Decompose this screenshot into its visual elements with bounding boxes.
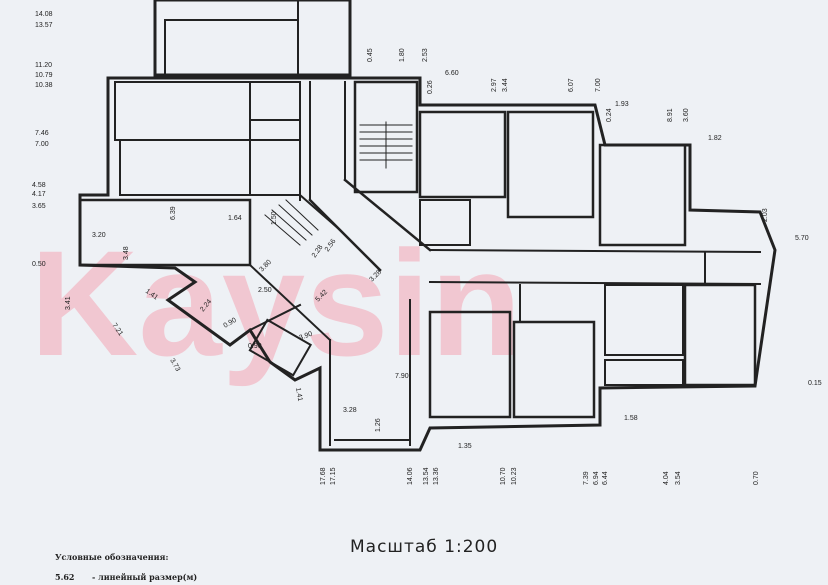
top-level-labels: 0.45 1.80 2.53 0.26 6.60 2.97 3.44 6.07 … [367,48,722,142]
level-label: 17.68 [320,467,327,485]
level-label: 0.26 [427,80,434,94]
level-label: 10.79 [35,72,53,79]
level-label: 14.08 [35,11,53,18]
level-label: 1.80 [399,48,406,62]
right-level-labels: 2.03 5.70 0.15 [762,208,822,387]
scale-label: Масштаб 1:200 [350,537,498,557]
left-level-labels: 14.08 13.57 11.20 10.79 10.38 7.46 7.00 … [32,11,53,268]
level-label: 7.39 [583,471,590,485]
level-label: 14.06 [407,467,414,485]
level-label: 4.04 [663,471,670,485]
watermark: Kaysin [30,219,522,387]
level-label: 13.36 [433,467,440,485]
dimension-label: 3.28 [343,407,357,414]
level-label: 3.60 [683,108,690,122]
level-label: 10.70 [500,467,507,485]
level-label: 4.58 [32,182,46,189]
dimension-label: 2.50 [258,287,272,294]
dimension-label: 1.35 [458,443,472,450]
level-label: 7.46 [35,130,49,137]
level-label: 3.54 [675,471,682,485]
dimension-label: 0.90 [248,343,262,350]
level-label: 6.44 [602,471,609,485]
level-label: 6.07 [568,78,575,92]
level-label: 3.44 [502,78,509,92]
legend-title: Условные обозначения: [55,552,168,562]
level-label: 0.50 [32,261,46,268]
legend: Условные обозначения: 5.62 - линейный ра… [55,552,197,582]
bottom-level-labels: 17.68 17.15 14.06 13.54 13.36 10.70 10.2… [320,467,760,485]
level-label: 6.60 [445,70,459,77]
level-label: 1.82 [708,135,722,142]
dimension-label: 1.50 [271,211,278,225]
dimension-label: 1.41 [294,387,303,402]
legend-line-value: 5.62 [55,572,74,582]
legend-line-text: - линейный размер(м) [92,572,197,582]
level-label: 0.15 [808,380,822,387]
level-label: 1.93 [615,101,629,108]
level-label: 13.57 [35,22,53,29]
dimension-label: 7.90 [395,373,409,380]
level-label: 7.00 [595,78,602,92]
level-label: 4.17 [32,191,46,198]
level-label: 0.24 [606,108,613,122]
level-label: 13.54 [423,467,430,485]
dimension-label: 3.20 [92,232,106,239]
level-label: 11.20 [35,62,52,69]
dimension-label: 3.48 [123,246,130,260]
level-label: 3.65 [32,203,46,210]
level-label: 8.91 [667,108,674,122]
level-label: 6.94 [593,471,600,485]
dimension-label: 3.90 [298,331,313,342]
level-label: 7.00 [35,141,49,148]
dimension-label: 6.39 [170,206,177,220]
walls [78,0,777,452]
level-label: 2.97 [491,78,498,92]
level-label: 0.70 [753,471,760,485]
dimension-label: 1.64 [228,215,242,222]
level-label: 10.23 [511,467,518,485]
level-label: 2.03 [762,208,769,222]
level-label: 2.53 [422,48,429,62]
dimension-label: 1.26 [375,418,382,432]
level-label: 17.15 [330,467,337,485]
dimension-label: 3.41 [65,296,72,310]
level-label: 5.70 [795,235,809,242]
level-label: 10.38 [35,82,53,89]
level-label: 0.45 [367,48,374,62]
dimension-label: 1.58 [624,415,638,422]
